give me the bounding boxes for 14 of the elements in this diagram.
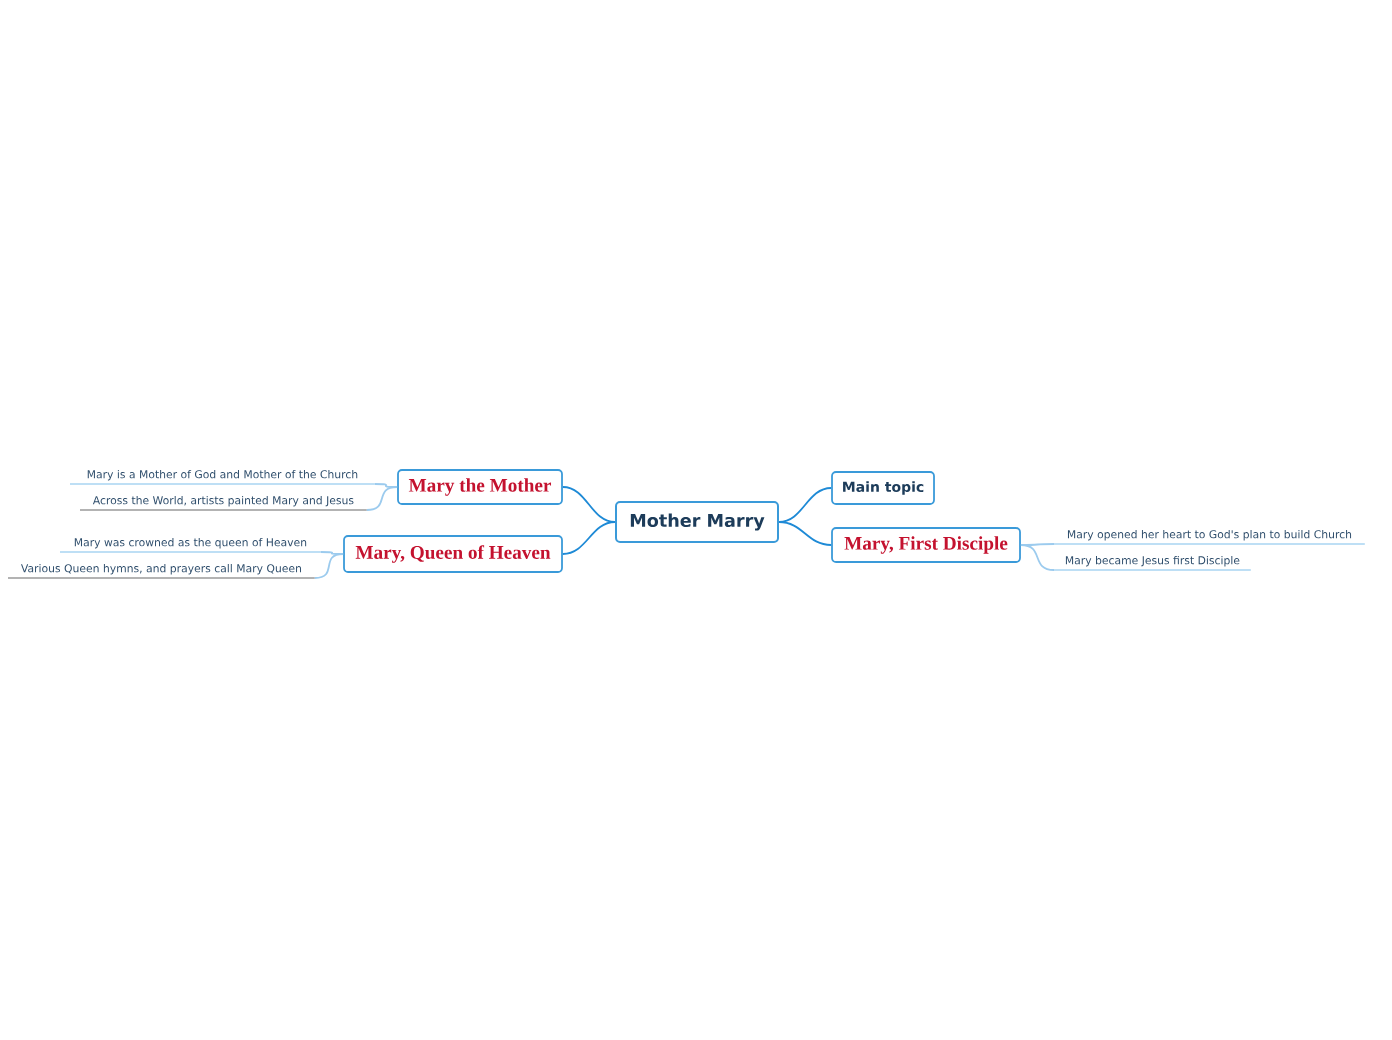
connector-line bbox=[365, 486, 398, 511]
topic-box: Mary, Queen of Heaven bbox=[343, 535, 563, 573]
connector-line bbox=[778, 521, 832, 546]
connector-line bbox=[778, 487, 832, 523]
connector-line bbox=[1020, 544, 1055, 571]
connector-line bbox=[562, 486, 616, 523]
topic-box: Mary, First Disciple bbox=[831, 527, 1021, 563]
topic-box: Mother Marry bbox=[615, 501, 779, 543]
connector-line bbox=[313, 553, 344, 579]
connector-line bbox=[1020, 543, 1055, 546]
topic-box: Mary the Mother bbox=[397, 469, 563, 505]
connector-line bbox=[319, 551, 344, 555]
connector-line bbox=[373, 483, 398, 488]
connector-line bbox=[562, 521, 616, 555]
